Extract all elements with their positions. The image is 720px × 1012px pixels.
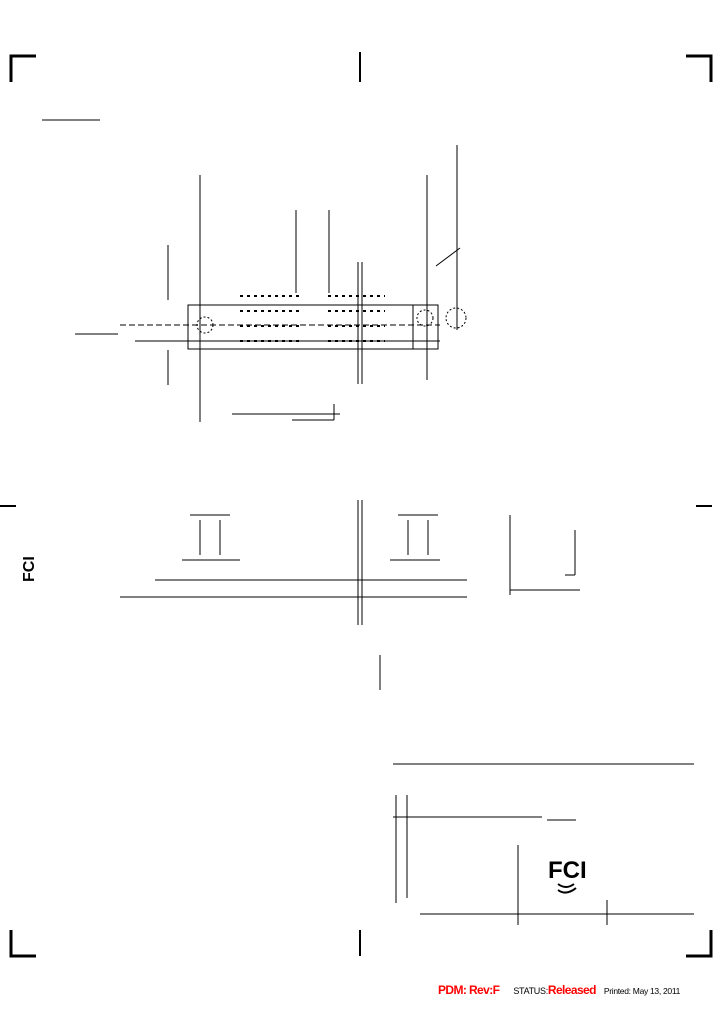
svg-text:FCI: FCI [21,556,38,582]
status-bar: PDM: Rev:F STATUS:Released Printed: May 13… [438,983,680,998]
pdm-revision: PDM: Rev:F [438,983,500,997]
status-value: Released [547,983,597,997]
corner-mark-br [686,930,713,958]
corner-mark-tr [686,54,713,82]
top-view [75,145,467,422]
status-label: STATUS: [513,986,548,996]
corner-mark-bl [9,930,36,958]
fci-logo-title-block: FCI [548,857,587,894]
corner-mark-tl [9,54,36,82]
side-view [120,500,580,690]
title-block [393,763,694,925]
fci-logo-side: FCI [21,556,38,582]
printed-date: Printed: May 13, 2011 [603,986,681,996]
svg-text:FCI: FCI [548,857,587,884]
